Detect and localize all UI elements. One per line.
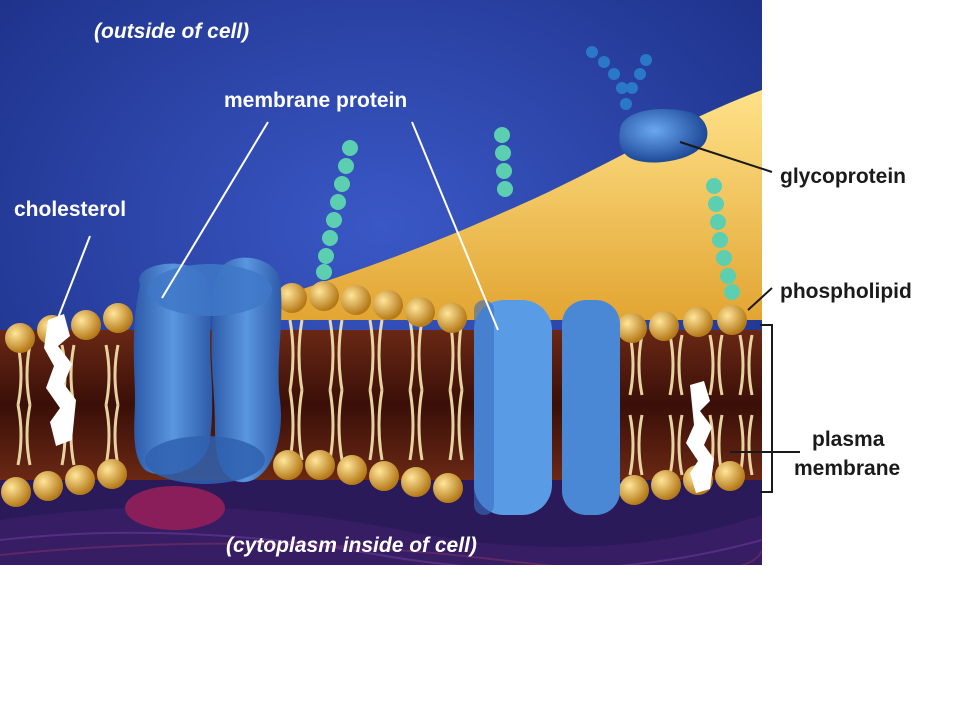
right-callouts: glycoprotein phospholipid plasma membran…: [679, 141, 912, 493]
lipid-heads-top: [5, 281, 747, 353]
illustration: (outside of cell) membrane protein chole…: [0, 0, 762, 565]
label-membrane: membrane: [794, 457, 900, 480]
label-membrane-protein: membrane protein: [224, 89, 407, 112]
cholesterol-molecule-left: [44, 314, 76, 446]
glycoprotein-leader: [679, 141, 773, 173]
label-outside-of-cell: (outside of cell): [94, 20, 249, 43]
label-phospholipid: phospholipid: [780, 280, 912, 303]
leader-lines: [57, 121, 499, 331]
phospholipid-leader: [747, 287, 773, 311]
label-glycoprotein: glycoprotein: [780, 165, 906, 188]
cytoskeleton-blob: [125, 486, 225, 530]
plasma-membrane-bracket: [760, 324, 773, 493]
label-cholesterol: cholesterol: [14, 198, 126, 221]
membrane-protein-left: [133, 257, 282, 484]
membrane-protein-right: [474, 300, 620, 515]
label-cytoplasm-inside-of-cell: (cytoplasm inside of cell): [226, 534, 477, 557]
cholesterol-molecule-right: [686, 381, 714, 493]
glycoprotein-molecule: [586, 46, 708, 163]
label-plasma: plasma: [812, 428, 885, 451]
carbohydrate-chains: [316, 127, 740, 300]
